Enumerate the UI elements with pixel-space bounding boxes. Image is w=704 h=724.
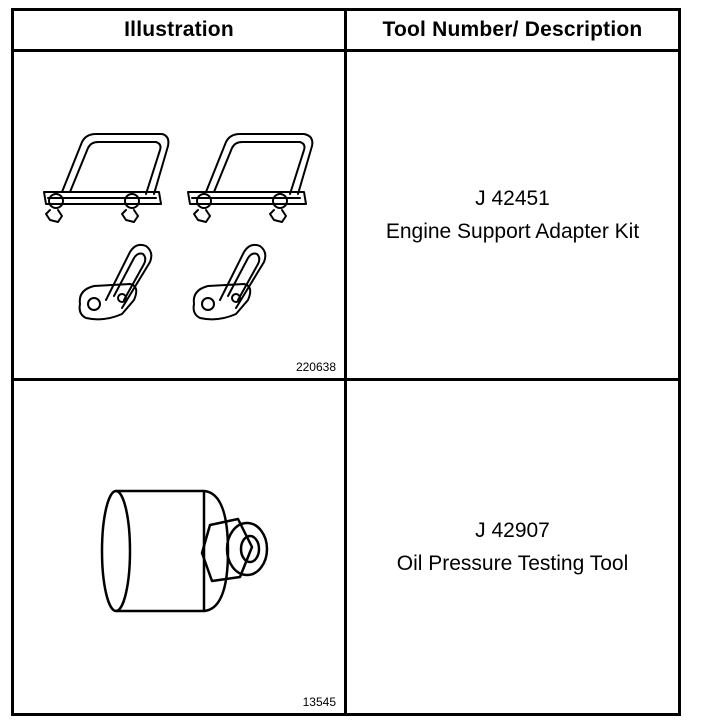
tool-description: Engine Support Adapter Kit (385, 220, 640, 243)
engine-support-adapter-kit-icon (43, 133, 314, 321)
header-divider (14, 49, 678, 52)
tool-number: J 42907 (475, 519, 550, 542)
tool-description: Oil Pressure Testing Tool (396, 552, 629, 575)
tool-number: J 42451 (475, 187, 550, 210)
table-row-description: J 42907 Oil Pressure Testing Tool (347, 381, 678, 713)
table-row-illustration: 13545 (14, 381, 344, 713)
table-row-illustration: 220638 (14, 52, 344, 378)
column-header-illustration: Illustration (124, 18, 234, 41)
row-divider (14, 378, 678, 381)
column-divider (344, 11, 347, 713)
table-row-description: J 42451 Engine Support Adapter Kit (347, 52, 678, 378)
figure-number: 220638 (295, 360, 336, 374)
tool-table: Illustration Tool Number/ Description (11, 8, 681, 716)
figure-number: 13545 (302, 695, 336, 709)
column-header-description: Tool Number/ Description (382, 18, 643, 41)
oil-pressure-testing-tool-icon (100, 489, 269, 613)
